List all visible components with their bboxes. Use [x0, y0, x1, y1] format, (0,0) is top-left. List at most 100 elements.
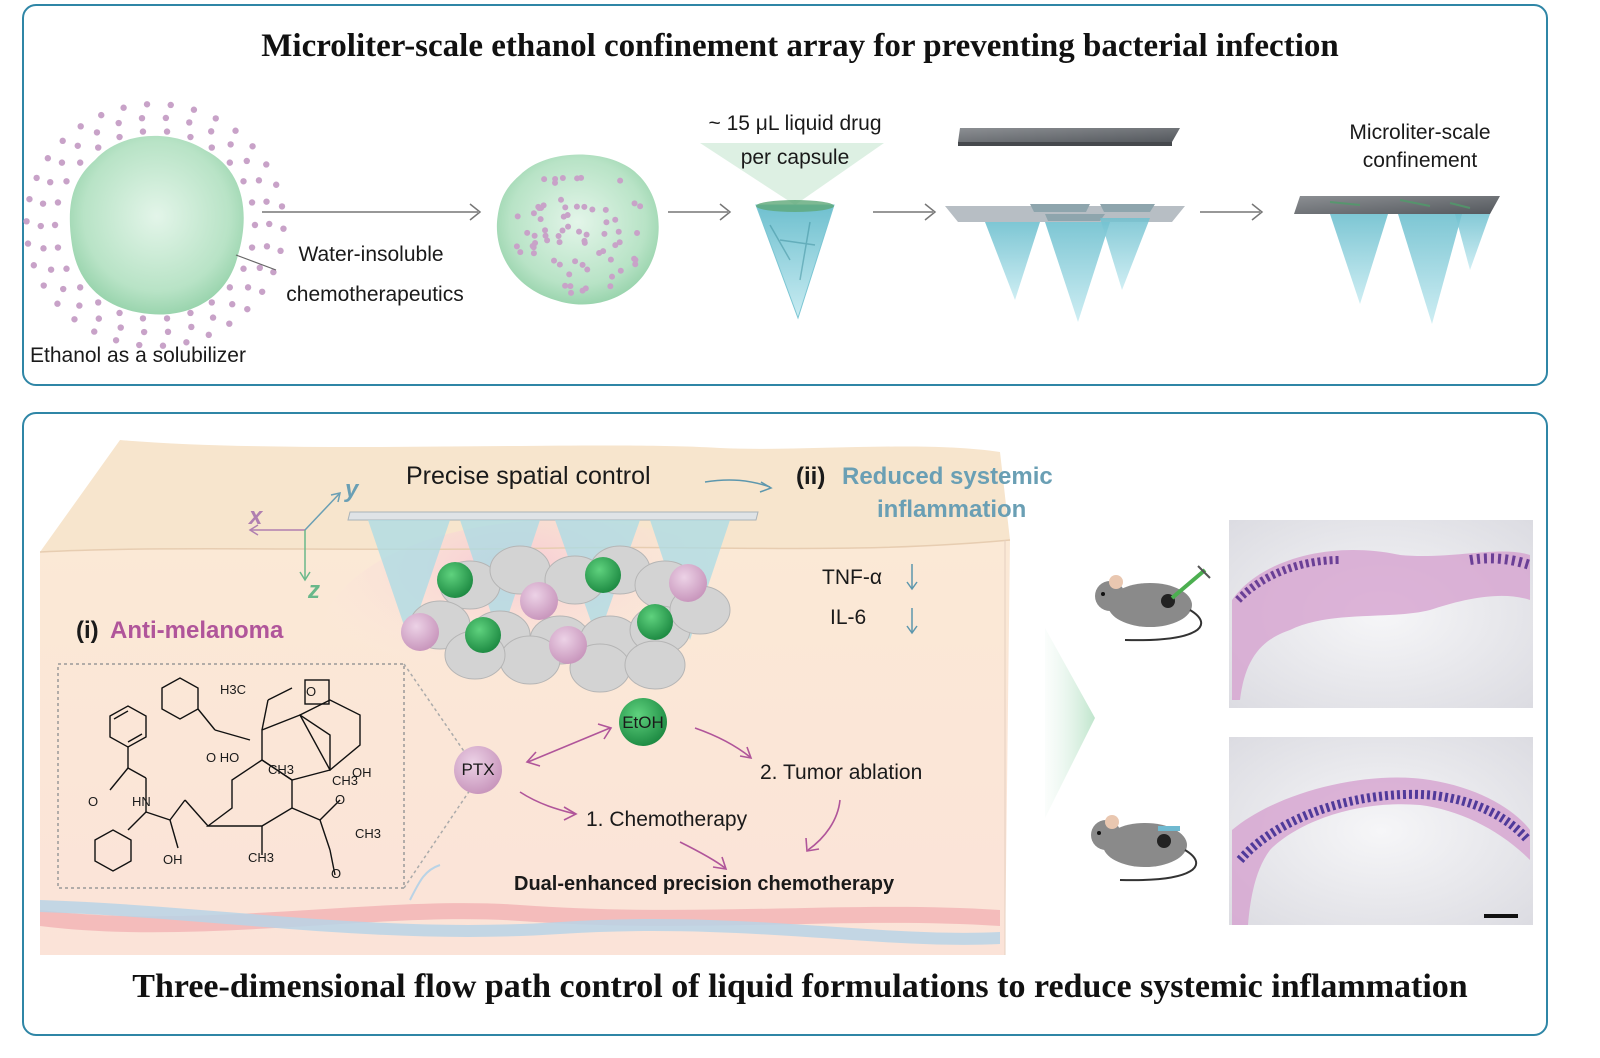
drug-dot	[517, 249, 524, 256]
solubilizer-dot	[244, 284, 252, 291]
drug-dot	[573, 203, 580, 210]
tumor-ablation-label: 2. Tumor ablation	[760, 761, 923, 784]
solubilizer-dot	[115, 119, 122, 127]
solubilizer-dot	[187, 309, 194, 317]
solubilizer-dot	[190, 106, 198, 113]
axis-y-label: y	[345, 476, 359, 503]
solubilizer-dot	[40, 245, 47, 252]
solubilizer-dot	[208, 144, 215, 151]
drug-dot	[514, 213, 521, 220]
solubilizer-dot	[77, 123, 84, 130]
solubilizer-dot	[183, 339, 190, 346]
spatial-control-arrow	[704, 479, 773, 493]
drug-dot	[616, 239, 623, 246]
reduced-inflammation-1: Reduced systemic	[842, 463, 1053, 490]
solubilizer-dot	[280, 225, 287, 232]
drug-dot	[631, 200, 638, 207]
chem-oh-right: OH	[352, 765, 372, 780]
solubilizer-dot	[205, 331, 212, 339]
drug-dot	[637, 203, 644, 210]
drug-dot	[562, 282, 569, 289]
solubilizer-dot	[278, 203, 286, 210]
drug-dot	[589, 206, 596, 213]
chem-o-ketone: O	[335, 792, 346, 807]
drug-dot	[541, 176, 548, 183]
solubilizer-dot	[26, 195, 33, 203]
ptx-particle	[401, 613, 439, 651]
solubilizer-dot	[51, 221, 59, 229]
drug-dot	[540, 202, 547, 209]
solubilizer-dot	[47, 178, 54, 186]
solubilizer-dot	[243, 157, 250, 165]
etoh-particle	[437, 562, 473, 598]
solubilizer-dot	[54, 300, 61, 307]
drug-dot	[617, 177, 624, 184]
solubilizer-dot	[95, 299, 102, 306]
chem-o-ester: O	[331, 866, 342, 881]
chem-o-top: O	[306, 684, 317, 699]
chem-ch3-a: CH3	[268, 762, 295, 777]
drug-dot	[612, 242, 619, 249]
solubilizer-dot	[23, 218, 30, 225]
solubilizer-dot	[139, 128, 147, 135]
solubilizer-dot	[120, 104, 127, 111]
solubilizer-dot	[95, 315, 103, 322]
solubilizer-dot	[226, 159, 234, 166]
etoh-molecule	[619, 698, 667, 746]
drug-dot	[555, 232, 562, 239]
solubilizer-dot	[232, 127, 239, 134]
drug-dot	[565, 223, 572, 230]
solubilizer-dot	[263, 198, 270, 205]
solubilizer-dot	[187, 133, 194, 141]
ptx-molecule	[454, 746, 502, 794]
insoluble-label-1: Water-insoluble	[298, 243, 444, 266]
solubilizer-dot	[117, 324, 124, 331]
drug-dot	[562, 204, 569, 211]
ptx-particle	[520, 582, 558, 620]
drug-dot	[513, 243, 520, 250]
microneedle	[368, 520, 450, 640]
reduced-inflammation-2: inflammation	[877, 496, 1027, 523]
drug-dot	[530, 250, 537, 257]
solubilizer-dot	[249, 143, 256, 150]
drug-dot	[559, 227, 566, 234]
ethanol-label: Ethanol as a solubilizer	[30, 344, 246, 367]
drug-dot	[556, 239, 563, 246]
drug-dot	[607, 283, 614, 290]
solubilizer-dot	[248, 244, 256, 251]
drug-dot	[544, 237, 551, 244]
solubilizer-dot	[30, 262, 38, 269]
tumor-cell-cluster	[401, 545, 731, 693]
structure-box	[57, 663, 405, 889]
drug-dot	[581, 237, 588, 244]
drug-dot	[632, 261, 639, 268]
solubilizer-dot	[93, 129, 101, 136]
solubilizer-dot	[37, 222, 44, 230]
solubilizer-dot	[226, 284, 234, 291]
mouse-with-patch	[1091, 815, 1197, 882]
drug-dot	[609, 273, 616, 280]
zoom-line-top	[403, 663, 471, 761]
spatial-control-label: Precise spatial control	[406, 462, 651, 490]
solubilizer-dot	[159, 342, 167, 349]
solubilizer-dot	[40, 282, 47, 289]
solubilizer-dot	[60, 285, 67, 293]
solubilizer-dot	[143, 101, 151, 108]
process-arrow-3	[873, 203, 937, 221]
solubilizer-dot	[208, 299, 215, 306]
drug-dot	[582, 285, 589, 292]
drug-dot	[617, 267, 624, 274]
solubilizer-dot	[162, 114, 170, 122]
chem-ch3-d: CH3	[355, 826, 382, 841]
ptx-particle	[669, 564, 707, 602]
drug-dot	[603, 219, 610, 226]
drug-dot	[584, 266, 591, 273]
solubilizer-dot	[263, 161, 270, 168]
drug-dot	[607, 256, 614, 263]
solubilizer-dot	[24, 240, 32, 247]
solubilizer-dot	[91, 328, 98, 335]
solubilizer-dot	[54, 199, 62, 206]
solubilizer-dot	[139, 315, 147, 322]
solubilizer-dot	[76, 302, 83, 309]
chem-oh-side: OH	[163, 852, 183, 867]
